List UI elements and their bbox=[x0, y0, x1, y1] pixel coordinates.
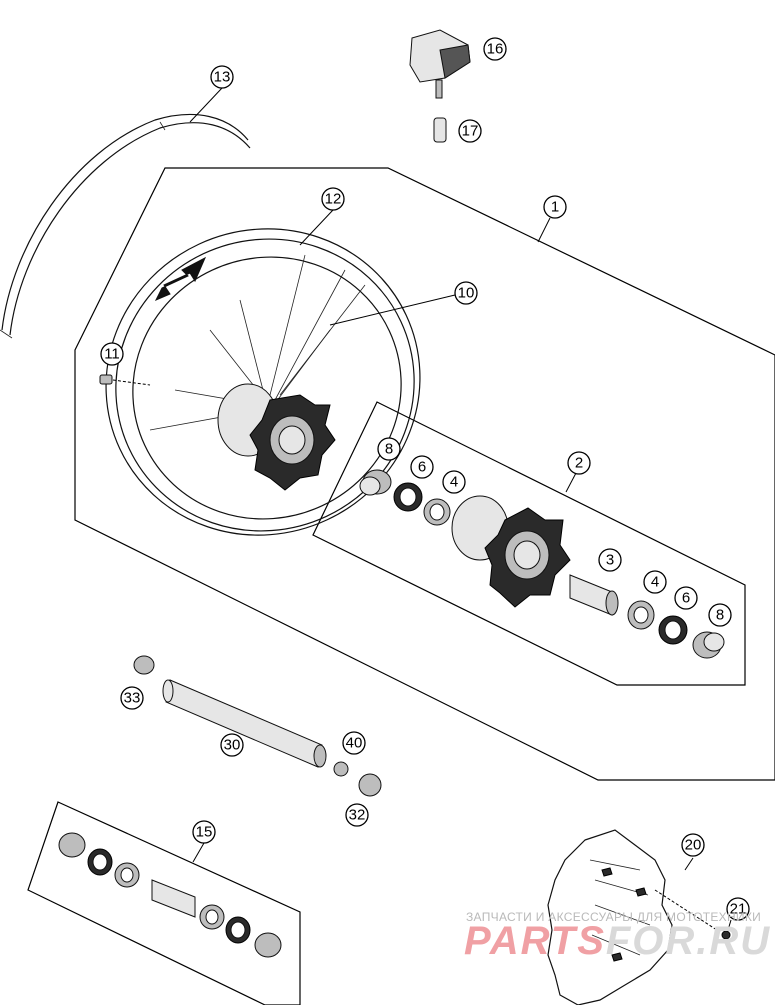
callout-3: 3 bbox=[598, 548, 622, 572]
svg-text:2: 2 bbox=[575, 455, 583, 472]
svg-text:12: 12 bbox=[325, 191, 342, 208]
callout-10: 10 bbox=[454, 281, 478, 305]
svg-text:11: 11 bbox=[104, 346, 120, 363]
callout-11: 11 bbox=[100, 342, 124, 366]
callout-33: 33 bbox=[120, 686, 144, 710]
svg-text:21: 21 bbox=[730, 901, 747, 918]
hub-exploded-part bbox=[359, 469, 725, 659]
callout-13: 13 bbox=[210, 65, 234, 89]
svg-text:20: 20 bbox=[685, 837, 702, 854]
callout-32: 32 bbox=[345, 803, 369, 827]
watermark-tagline: ЗАПЧАСТИ И АКСЕССУАРЫ ДЛЯ МОТОТЕХНИКИ bbox=[466, 910, 761, 924]
assembly-frame-1 bbox=[74, 167, 775, 781]
callout-21: 21 bbox=[726, 897, 750, 921]
watermark: ЗАПЧАСТИ И АКСЕССУАРЫ ДЛЯ МОТОТЕХНИКИ PA… bbox=[464, 910, 771, 963]
svg-text:6: 6 bbox=[418, 459, 426, 476]
watermark-brand-part2: FOR.RU bbox=[606, 919, 771, 963]
watermark-brand-part1: PARTS bbox=[464, 919, 606, 963]
watermark-brand: PARTSFOR.RU bbox=[464, 919, 771, 963]
valve-part bbox=[409, 29, 471, 143]
svg-text:10: 10 bbox=[458, 285, 475, 302]
callout-20: 20 bbox=[681, 833, 705, 857]
leader-lines bbox=[189, 87, 732, 933]
brake-disc-part bbox=[547, 829, 673, 1005]
svg-text:8: 8 bbox=[385, 441, 393, 458]
callout-6a: 6 bbox=[410, 455, 434, 479]
callout-1: 1 bbox=[543, 195, 567, 219]
callout-4a: 4 bbox=[442, 470, 466, 494]
callout-2: 2 bbox=[567, 451, 591, 475]
callout-6b: 6 bbox=[674, 586, 698, 610]
bearing-kit-part bbox=[58, 832, 282, 958]
assembly-frame-2 bbox=[312, 401, 746, 686]
svg-text:4: 4 bbox=[450, 474, 458, 491]
axle-part bbox=[133, 655, 382, 797]
callout-40: 40 bbox=[342, 731, 366, 755]
spoke-nipple-part bbox=[99, 374, 151, 386]
svg-text:17: 17 bbox=[462, 123, 479, 140]
svg-text:8: 8 bbox=[716, 607, 724, 624]
svg-text:33: 33 bbox=[124, 690, 141, 707]
svg-text:30: 30 bbox=[224, 737, 241, 754]
disc-bolt-part bbox=[721, 930, 731, 940]
svg-text:32: 32 bbox=[349, 807, 366, 824]
assembly-frame-15 bbox=[27, 801, 301, 1005]
callout-15: 15 bbox=[192, 820, 216, 844]
wheel-hub-part bbox=[217, 383, 336, 491]
rim-tape-part bbox=[0, 113, 251, 339]
svg-text:40: 40 bbox=[346, 735, 363, 752]
callout-17: 17 bbox=[458, 119, 482, 143]
svg-text:1: 1 bbox=[551, 199, 559, 216]
callout-8b: 8 bbox=[708, 603, 732, 627]
callout-4b: 4 bbox=[643, 570, 667, 594]
rotation-arrow-icon bbox=[154, 256, 207, 301]
svg-text:13: 13 bbox=[214, 69, 231, 86]
callout-8a: 8 bbox=[377, 437, 401, 461]
svg-text:3: 3 bbox=[606, 552, 614, 569]
svg-text:6: 6 bbox=[682, 590, 690, 607]
svg-text:4: 4 bbox=[651, 574, 659, 591]
callout-30: 30 bbox=[220, 733, 244, 757]
svg-text:16: 16 bbox=[487, 41, 504, 58]
callout-16: 16 bbox=[483, 37, 507, 61]
callout-12: 12 bbox=[321, 187, 345, 211]
wheel-rim-part bbox=[105, 228, 421, 536]
svg-text:15: 15 bbox=[196, 824, 213, 841]
